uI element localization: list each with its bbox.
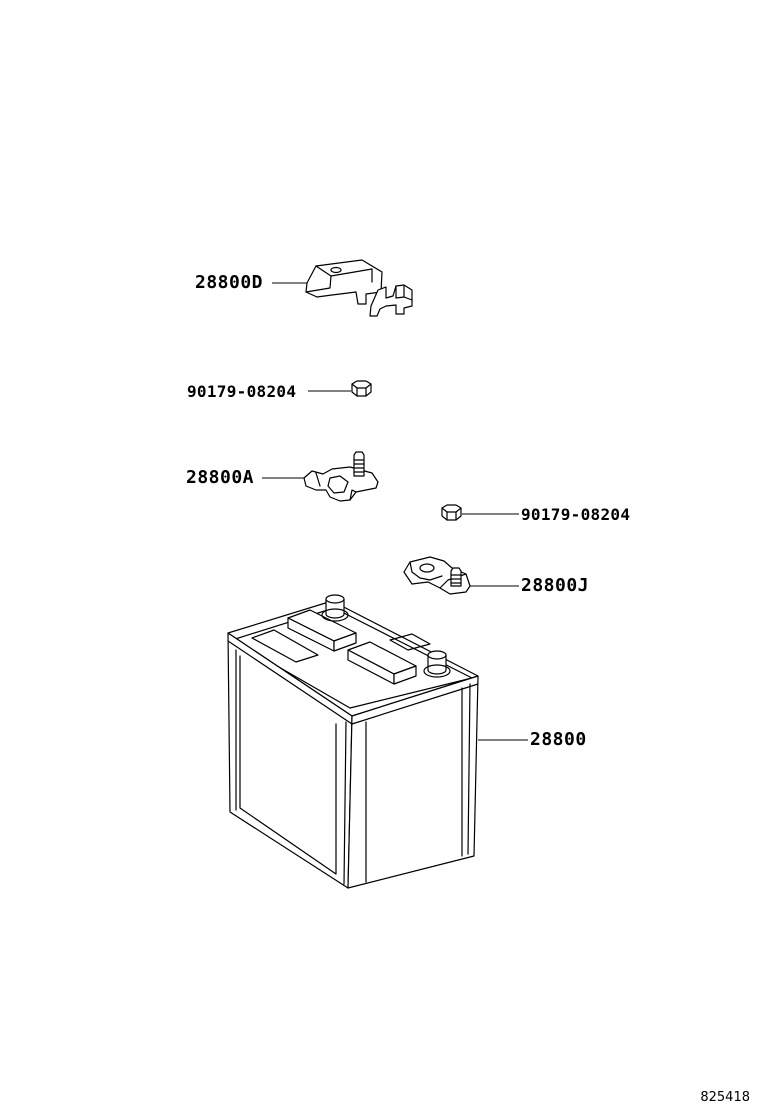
label-nut-right: 90179-08204 (521, 505, 631, 524)
nut-right-drawing (441, 504, 519, 521)
label-terminal-positive: 28800A (186, 467, 255, 488)
terminal-negative-drawing (403, 556, 519, 595)
nut-upper-drawing (308, 380, 372, 397)
label-battery: 28800 (530, 729, 587, 750)
label-nut-upper: 90179-08204 (187, 382, 297, 401)
label-terminal-cover: 28800D (195, 272, 264, 293)
illustration-id: 825418 (700, 1090, 750, 1105)
battery-drawing (227, 594, 528, 889)
terminal-positive-drawing (262, 451, 379, 502)
label-terminal-negative: 28800J (521, 575, 590, 596)
terminal-cover-drawing (272, 259, 413, 317)
